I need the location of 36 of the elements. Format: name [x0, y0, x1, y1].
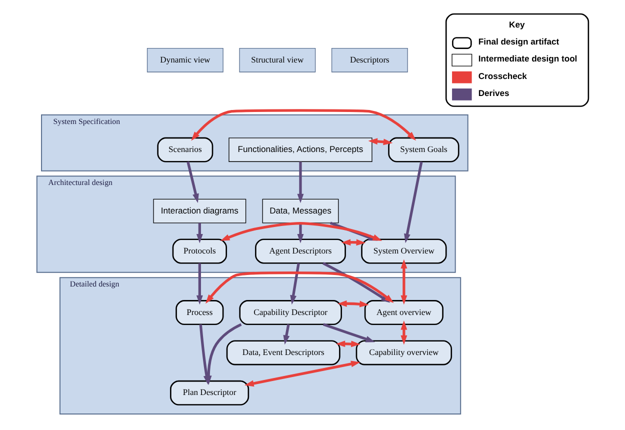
arrow: [196, 263, 202, 305]
arrow: [400, 259, 407, 305]
node-box: Process: [175, 300, 224, 326]
legend-label: Derives: [478, 88, 509, 98]
node-box: Plan Descriptor: [170, 380, 249, 406]
arrow: [196, 222, 202, 244]
arrow: [186, 161, 198, 204]
node-box: Data, Messages: [262, 198, 338, 224]
legend-label: Intermediate design tool: [478, 54, 577, 64]
arrow: [244, 360, 360, 387]
arrow: [282, 324, 290, 345]
label: Descriptors: [349, 54, 389, 64]
arrow: [337, 300, 368, 308]
node-box: Capability overview: [355, 340, 452, 366]
node-box: Interaction diagrams: [152, 198, 246, 224]
label: Structural view: [250, 54, 304, 64]
label: Key: [508, 19, 524, 30]
arrow: [190, 109, 416, 141]
label: Dynamic view: [160, 54, 210, 64]
node-box: Agent Descriptors: [254, 238, 346, 264]
arrow: [404, 161, 422, 244]
node-box: System Goals: [388, 137, 459, 162]
node-box: System Overview: [360, 238, 446, 264]
node-box: Data, Event Descriptors: [226, 340, 340, 366]
arrow: [322, 262, 390, 303]
node-box: Agent overview: [364, 300, 443, 326]
arrow: [296, 222, 304, 244]
node-box: Protocols: [172, 238, 226, 264]
legend-label: Final design artifact: [478, 36, 559, 47]
arrow: [296, 162, 304, 204]
arrow: [290, 262, 300, 305]
node-box: Scenarios: [156, 137, 213, 162]
arrow: [205, 272, 394, 304]
node-box: Capability Descriptor: [238, 300, 342, 326]
node-box: Functionalities, Actions, Percepts: [228, 138, 372, 162]
legend-label: Crosscheck: [478, 70, 526, 81]
